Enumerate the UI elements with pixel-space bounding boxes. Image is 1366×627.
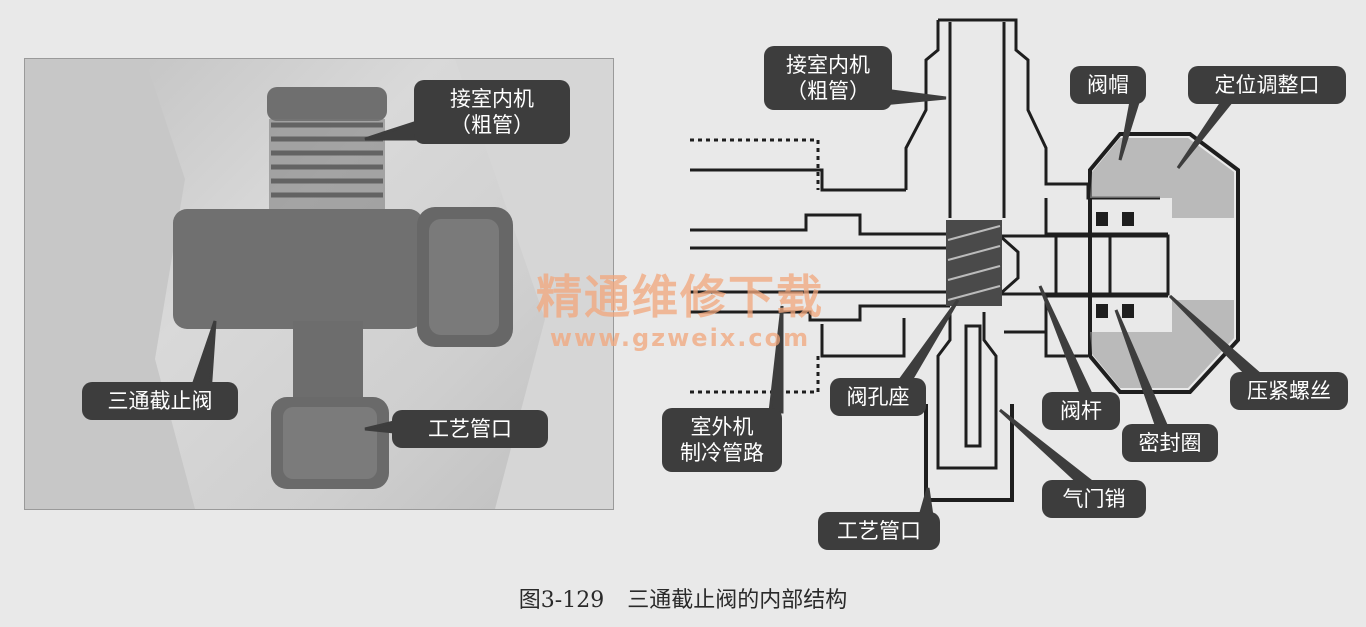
diagram-indoor-pipe-line1: 接室内机: [786, 53, 870, 77]
diagram-indoor-pipe-label: 接室内机 （粗管）: [764, 46, 892, 110]
diagram-valve-pin-label: 气门销: [1042, 480, 1146, 518]
figure-title: 三通截止阀的内部结构: [627, 588, 848, 613]
diagram-positioning-port-label: 定位调整口: [1188, 66, 1346, 104]
diagram-process-port-label: 工艺管口: [818, 512, 940, 550]
diagram-valve-seat-label: 阀孔座: [830, 378, 926, 416]
diagram-indoor-pipe-line2: （粗管）: [786, 79, 870, 103]
diagram-seal-ring-label: 密封圈: [1122, 424, 1218, 462]
diagram-valve-cap-text: 阀帽: [1087, 73, 1129, 97]
photo-three-way-valve-text: 三通截止阀: [107, 389, 213, 413]
diagram-compress-screw-label: 压紧螺丝: [1230, 372, 1348, 410]
diagram-valve-seat-text: 阀孔座: [846, 385, 910, 409]
diagram-valve-pin-text: 气门销: [1062, 487, 1126, 511]
diagram-valve-cap-label: 阀帽: [1070, 66, 1146, 104]
photo-process-port-label: 工艺管口: [392, 410, 548, 448]
diagram-outdoor-pipe-label: 室外机 制冷管路: [662, 408, 782, 472]
photo-process-port-text: 工艺管口: [428, 417, 512, 441]
watermark: 精通维修下载 www.gzweix.com: [500, 270, 860, 352]
figure-number: 图3-129: [518, 588, 605, 613]
photo-indoor-pipe-label: 接室内机 （粗管）: [414, 80, 570, 144]
diagram-outdoor-pipe-line2: 制冷管路: [680, 441, 764, 465]
diagram-outdoor-pipe-line1: 室外机: [690, 415, 754, 439]
photo-indoor-pipe-line1: 接室内机: [450, 87, 534, 111]
figure-caption: 图3-129 三通截止阀的内部结构: [0, 582, 1366, 614]
diagram-valve-stem-text: 阀杆: [1060, 399, 1102, 423]
watermark-url: www.gzweix.com: [549, 324, 811, 352]
diagram-seal-ring-text: 密封圈: [1138, 431, 1202, 455]
diagram-process-port-text: 工艺管口: [837, 519, 921, 543]
watermark-text: 精通维修下载: [536, 270, 824, 324]
diagram-positioning-port-text: 定位调整口: [1214, 73, 1320, 97]
valve-photo-drawing: [25, 59, 613, 509]
photo-indoor-pipe-line2: （粗管）: [450, 113, 534, 137]
diagram-compress-screw-text: 压紧螺丝: [1247, 379, 1331, 403]
photo-three-way-valve-label: 三通截止阀: [82, 382, 238, 420]
diagram-valve-stem-label: 阀杆: [1042, 392, 1120, 430]
